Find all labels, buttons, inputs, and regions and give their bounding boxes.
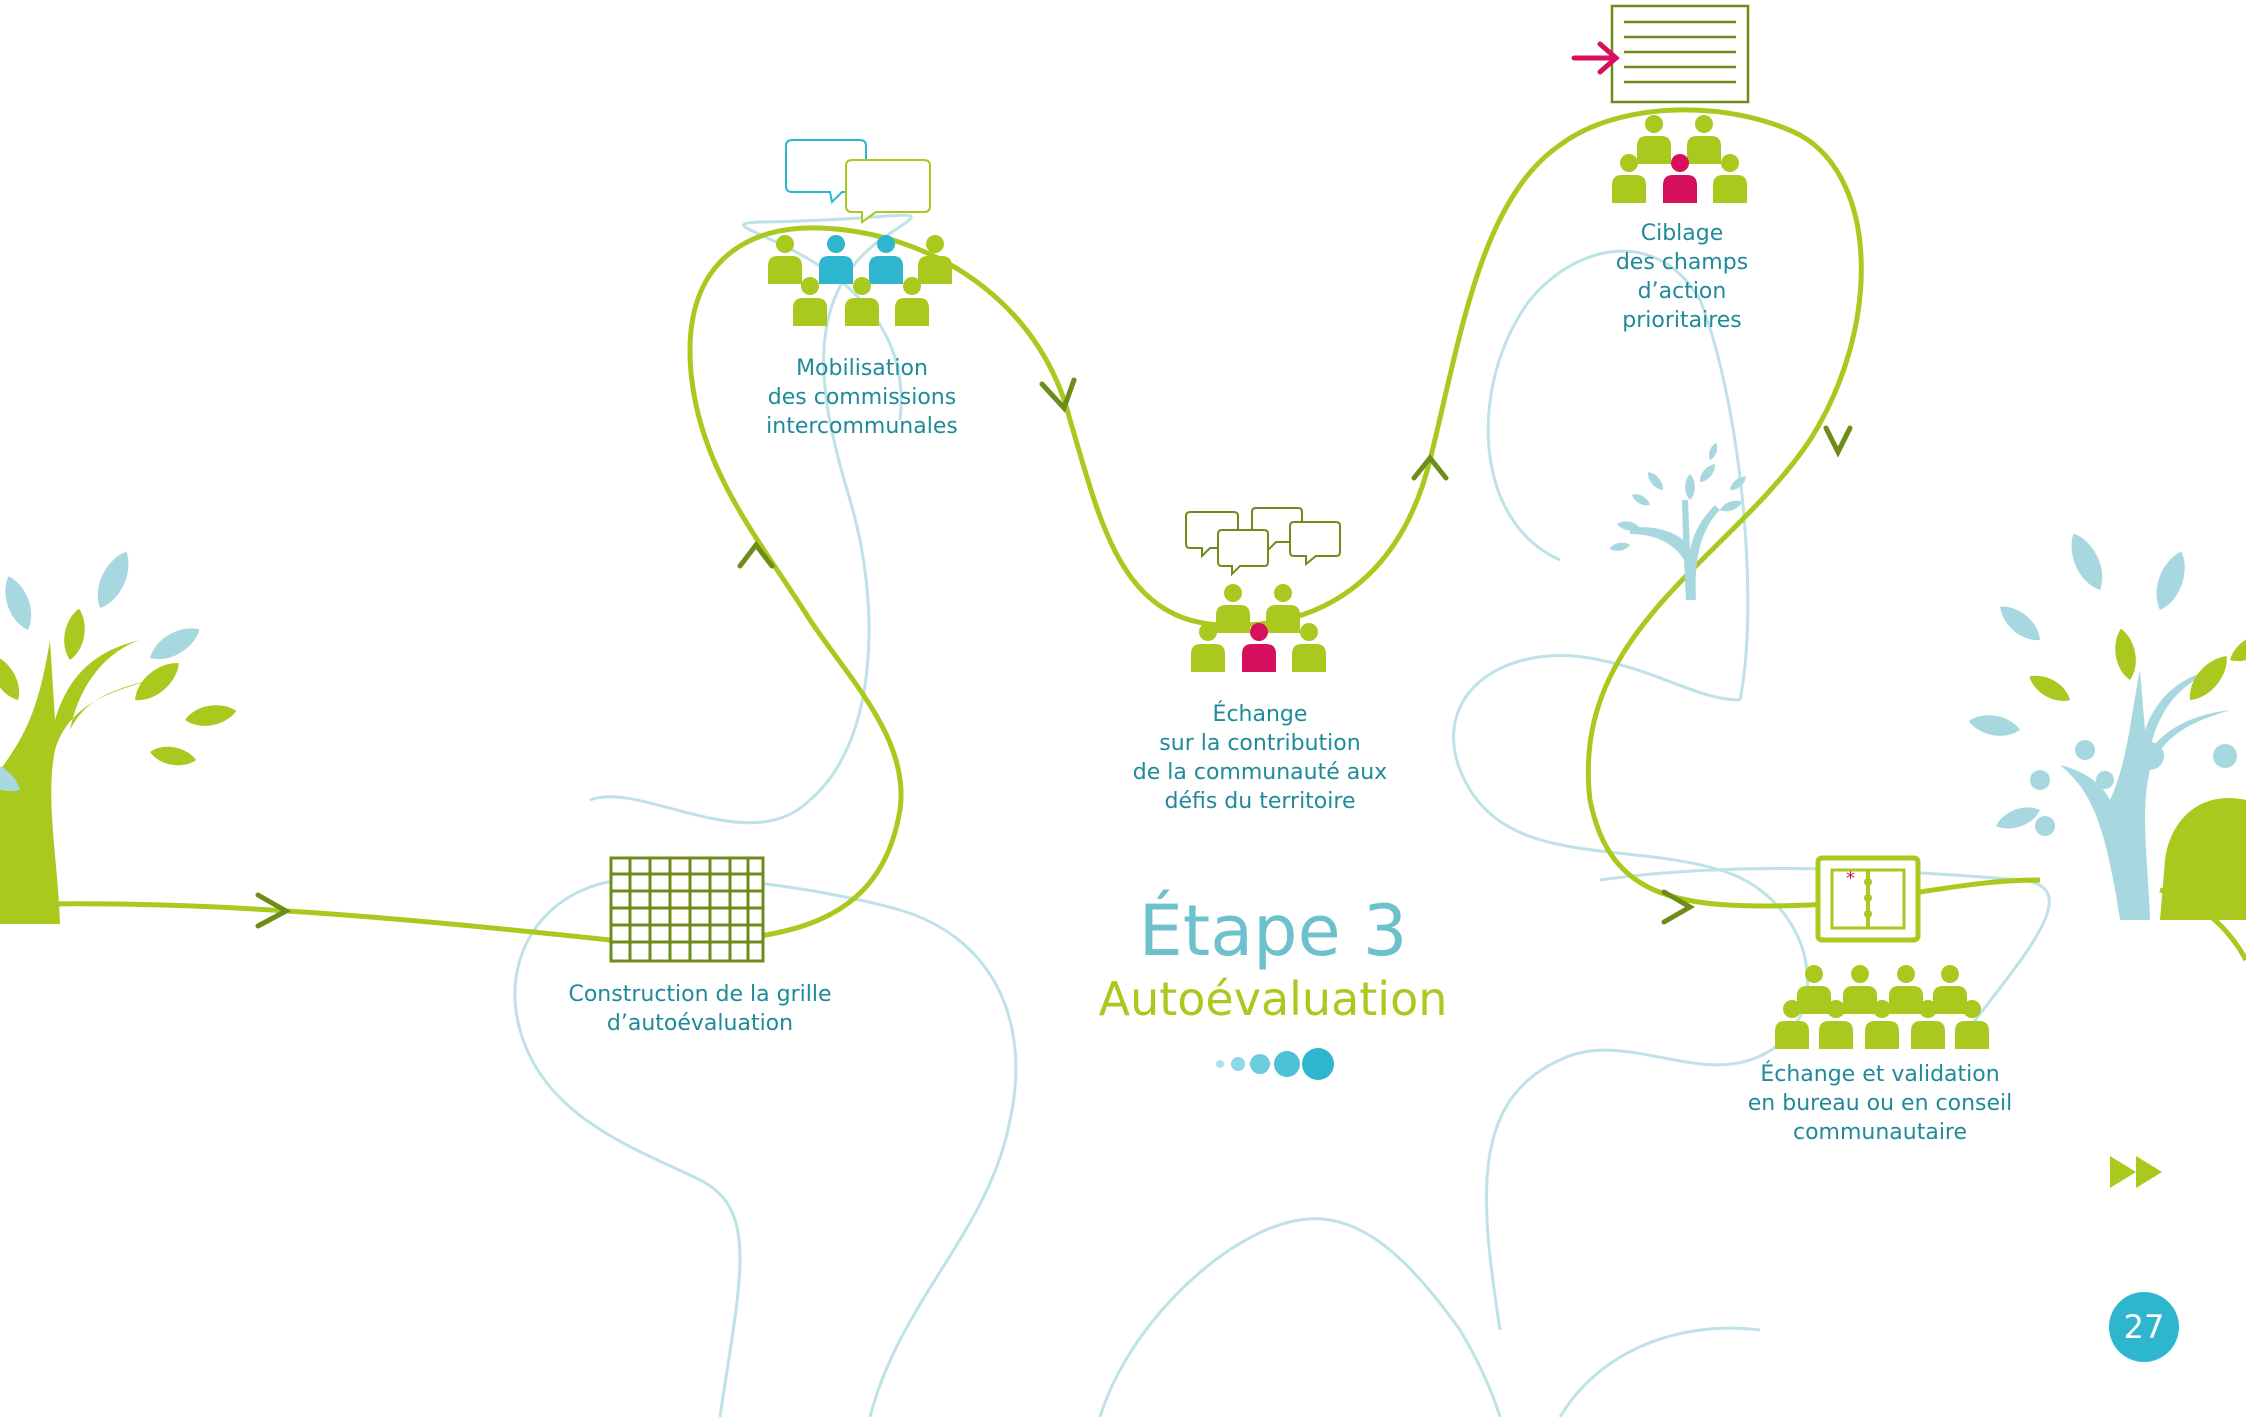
binder-icon: * xyxy=(1815,855,1921,943)
step-label-validation: Échange et validation en bureau ou en co… xyxy=(1747,1062,2013,1145)
document-icon xyxy=(1610,4,1750,104)
stage-number: Étape 3 xyxy=(1138,890,1408,972)
stage-name: Autoévaluation xyxy=(1098,972,1448,1026)
tree-icon xyxy=(0,546,238,924)
step-label-construction: Construction de la grille d’autoévaluati… xyxy=(568,982,832,1036)
arrow-icon xyxy=(255,377,1853,929)
people-group-icon xyxy=(768,235,952,326)
grid-icon xyxy=(609,856,765,963)
people-group-icon xyxy=(1191,584,1326,672)
step-label-echange-contribution: Échange sur la contribution de la commun… xyxy=(1132,702,1388,814)
page-number-badge: 27 xyxy=(2109,1292,2179,1362)
main-path xyxy=(0,107,2246,962)
progress-dots xyxy=(1216,1048,1334,1080)
arrow-icon xyxy=(1571,41,1620,75)
step-label-mobilisation: Mobilisation des commissions intercommun… xyxy=(766,356,958,439)
tree-icon xyxy=(1967,528,2246,920)
step-label-ciblage: Ciblage des champs d’action prioritaires xyxy=(1615,221,1749,333)
svg-text:*: * xyxy=(1846,868,1855,889)
people-group-icon xyxy=(1775,965,1989,1049)
page-number: 27 xyxy=(2123,1308,2165,1346)
tree-icon xyxy=(1608,441,1749,600)
background-paths xyxy=(513,213,2051,1417)
fast-forward-icon[interactable] xyxy=(2110,1156,2162,1188)
speech-bubble-icon xyxy=(785,139,931,224)
speech-bubble-icon xyxy=(1185,507,1341,577)
people-group-icon xyxy=(1612,115,1747,203)
